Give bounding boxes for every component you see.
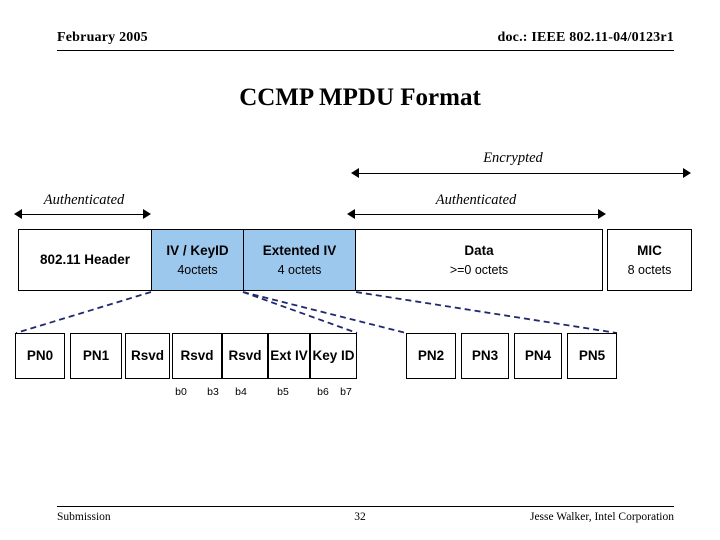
field-size: 4octets xyxy=(177,262,218,277)
footer-rule xyxy=(57,506,674,507)
bit-label-b6: b6 xyxy=(317,386,329,398)
header-rule xyxy=(57,50,674,51)
header-doc-id: doc.: IEEE 802.11-04/0123r1 xyxy=(497,30,674,45)
footer-page-number: 32 xyxy=(354,511,366,523)
header-date: February 2005 xyxy=(57,30,148,45)
authenticated-label-left: Authenticated xyxy=(43,192,125,208)
authenticated-label-right: Authenticated xyxy=(435,192,517,208)
bit-label-b4: b4 xyxy=(235,386,247,398)
authenticated-right-span-arrow xyxy=(347,209,606,220)
authenticated-left-span-arrow xyxy=(14,209,151,220)
ext-iv-expansion-label: PN5 xyxy=(578,347,606,363)
field-name: 802.11 Header xyxy=(39,252,131,268)
iv-expansion-box-rsvd-1: Rsvd xyxy=(125,333,170,379)
bit-label-b7: b7 xyxy=(340,386,352,398)
encrypted-label: Encrypted xyxy=(483,150,543,166)
iv-expansion-label: Rsvd xyxy=(228,347,262,363)
iv-expansion-box-ext-iv: Ext IV xyxy=(268,333,310,379)
page-title: CCMP MPDU Format xyxy=(239,84,481,111)
bit-label-b0: b0 xyxy=(175,386,187,398)
iv-expansion-label: Rsvd xyxy=(130,347,164,363)
mpdu-field-iv-keyid: IV / KeyID 4octets xyxy=(151,229,244,291)
iv-expansion-box-pn0: PN0 xyxy=(15,333,65,379)
field-size: 8 octets xyxy=(627,262,672,277)
field-size: >=0 octets xyxy=(449,262,509,277)
ext-iv-expansion-box-pn3: PN3 xyxy=(461,333,509,379)
iv-expansion-box-key-id: Key ID xyxy=(310,333,357,379)
iv-expansion-label: PN0 xyxy=(26,347,54,363)
ext-iv-expansion-box-pn2: PN2 xyxy=(406,333,456,379)
iv-expansion-label: Rsvd xyxy=(180,347,214,363)
encrypted-span-arrow xyxy=(351,168,691,179)
ext-iv-expansion-label: PN3 xyxy=(471,347,499,363)
field-name: MIC xyxy=(637,243,662,259)
field-name: IV / KeyID xyxy=(166,243,229,259)
field-name: Extented IV xyxy=(262,243,337,259)
ext-iv-expansion-label: PN2 xyxy=(417,347,445,363)
bit-label-b3: b3 xyxy=(207,386,219,398)
field-size: 4 octets xyxy=(277,262,322,277)
mpdu-field-802-11-header: 802.11 Header xyxy=(18,229,152,291)
ext-iv-expansion-box-pn5: PN5 xyxy=(567,333,617,379)
ext-iv-expansion-label: PN4 xyxy=(524,347,552,363)
mpdu-field-extended-iv: Extented IV 4 octets xyxy=(243,229,356,291)
footer-submission: Submission xyxy=(57,511,111,523)
mpdu-field-data: Data >=0 octets xyxy=(355,229,603,291)
mpdu-field-mic: MIC 8 octets xyxy=(607,229,692,291)
field-name: Data xyxy=(464,243,494,259)
iv-expansion-box-rsvd-2: Rsvd xyxy=(172,333,222,379)
bit-label-b5: b5 xyxy=(277,386,289,398)
iv-expansion-label: PN1 xyxy=(82,347,110,363)
iv-expansion-box-pn1: PN1 xyxy=(70,333,122,379)
ext-iv-expansion-box-pn4: PN4 xyxy=(514,333,562,379)
iv-expansion-label: Ext IV xyxy=(270,347,308,363)
footer-author: Jesse Walker, Intel Corporation xyxy=(529,511,674,523)
iv-expansion-box-rsvd-3: Rsvd xyxy=(222,333,268,379)
iv-expansion-label: Key ID xyxy=(312,347,355,363)
